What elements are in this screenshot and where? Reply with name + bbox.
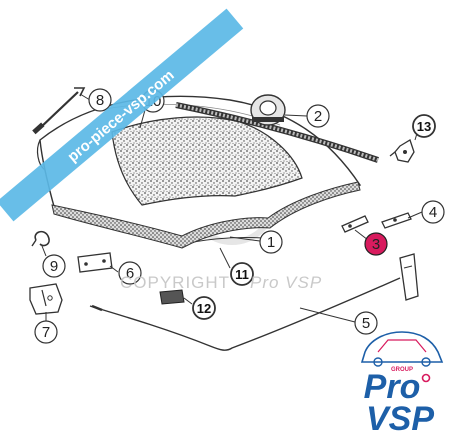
hood-prop-rod — [32, 87, 86, 135]
callout-circle — [118, 261, 142, 285]
callout-number: 6 — [126, 265, 134, 282]
hood-seal-strip — [51, 181, 361, 249]
callout-number: 7 — [42, 324, 50, 341]
callout-5: 5 — [354, 311, 378, 335]
callout-circle — [259, 230, 283, 254]
callout-circle — [34, 320, 58, 344]
bracket-plate-part-4 — [381, 212, 412, 229]
car-silhouette-icon — [360, 331, 444, 367]
clip-part-9 — [31, 230, 50, 247]
bonnet-rubber-seal — [175, 102, 379, 163]
hood-insulation-pad — [111, 116, 303, 206]
callout-2: 2 — [306, 104, 330, 128]
hood-latch — [29, 283, 63, 315]
callout-circle — [230, 262, 254, 286]
callout-9: 9 — [42, 254, 66, 278]
callout-circle — [354, 311, 378, 335]
release-cable — [89, 277, 401, 351]
callout-circle — [421, 200, 445, 224]
callout-1: 1 — [259, 230, 283, 254]
callout-circle — [88, 88, 112, 112]
copyright-text: COPYRIGHT — [120, 273, 230, 292]
bracket-plate-part-3 — [341, 215, 369, 233]
callout-number: 8 — [96, 92, 104, 109]
callout-number: 4 — [429, 204, 437, 221]
callout-3: 3 — [364, 232, 388, 256]
callout-number: 12 — [197, 301, 211, 316]
callout-circle — [42, 254, 66, 278]
callout-13: 13 — [412, 114, 436, 138]
release-handle — [399, 253, 419, 301]
callout-number: 13 — [417, 119, 431, 134]
callout-number: 11 — [235, 267, 249, 282]
logo-line-1: Pro — [364, 368, 421, 406]
logo-group-label: GROUP — [391, 367, 413, 373]
callout-11: 11 — [230, 262, 254, 286]
callout-circle — [412, 114, 436, 138]
pro-vsp-logo[interactable]: GROUP Pro VSP — [360, 331, 444, 438]
callout-circle — [306, 104, 330, 128]
copyright-brand: Pro VSP — [250, 273, 322, 292]
callout-7: 7 — [34, 320, 58, 344]
logo-line-2: VSP — [366, 400, 434, 438]
callout-circle — [364, 232, 388, 256]
hinge-clip — [389, 139, 415, 163]
callout-8: 8 — [88, 88, 112, 112]
callout-number: 2 — [314, 108, 322, 125]
callout-number: 9 — [50, 258, 58, 275]
callout-number: 1 — [267, 234, 275, 251]
hood-catch-plate — [77, 252, 113, 273]
callout-labels: 12345678910111213 — [34, 88, 445, 344]
logo-dot-icon — [421, 373, 431, 383]
callout-4: 4 — [421, 200, 445, 224]
seal-roll — [250, 94, 286, 126]
callout-circle — [192, 296, 216, 320]
callout-number: 3 — [372, 236, 380, 253]
callout-12: 12 — [192, 296, 216, 320]
callout-number: 5 — [362, 315, 370, 332]
rubber-pad — [159, 289, 185, 305]
copyright-watermark: COPYRIGHT Pro VSP — [120, 273, 322, 292]
leader-lines — [41, 93, 423, 323]
callout-6: 6 — [118, 261, 142, 285]
